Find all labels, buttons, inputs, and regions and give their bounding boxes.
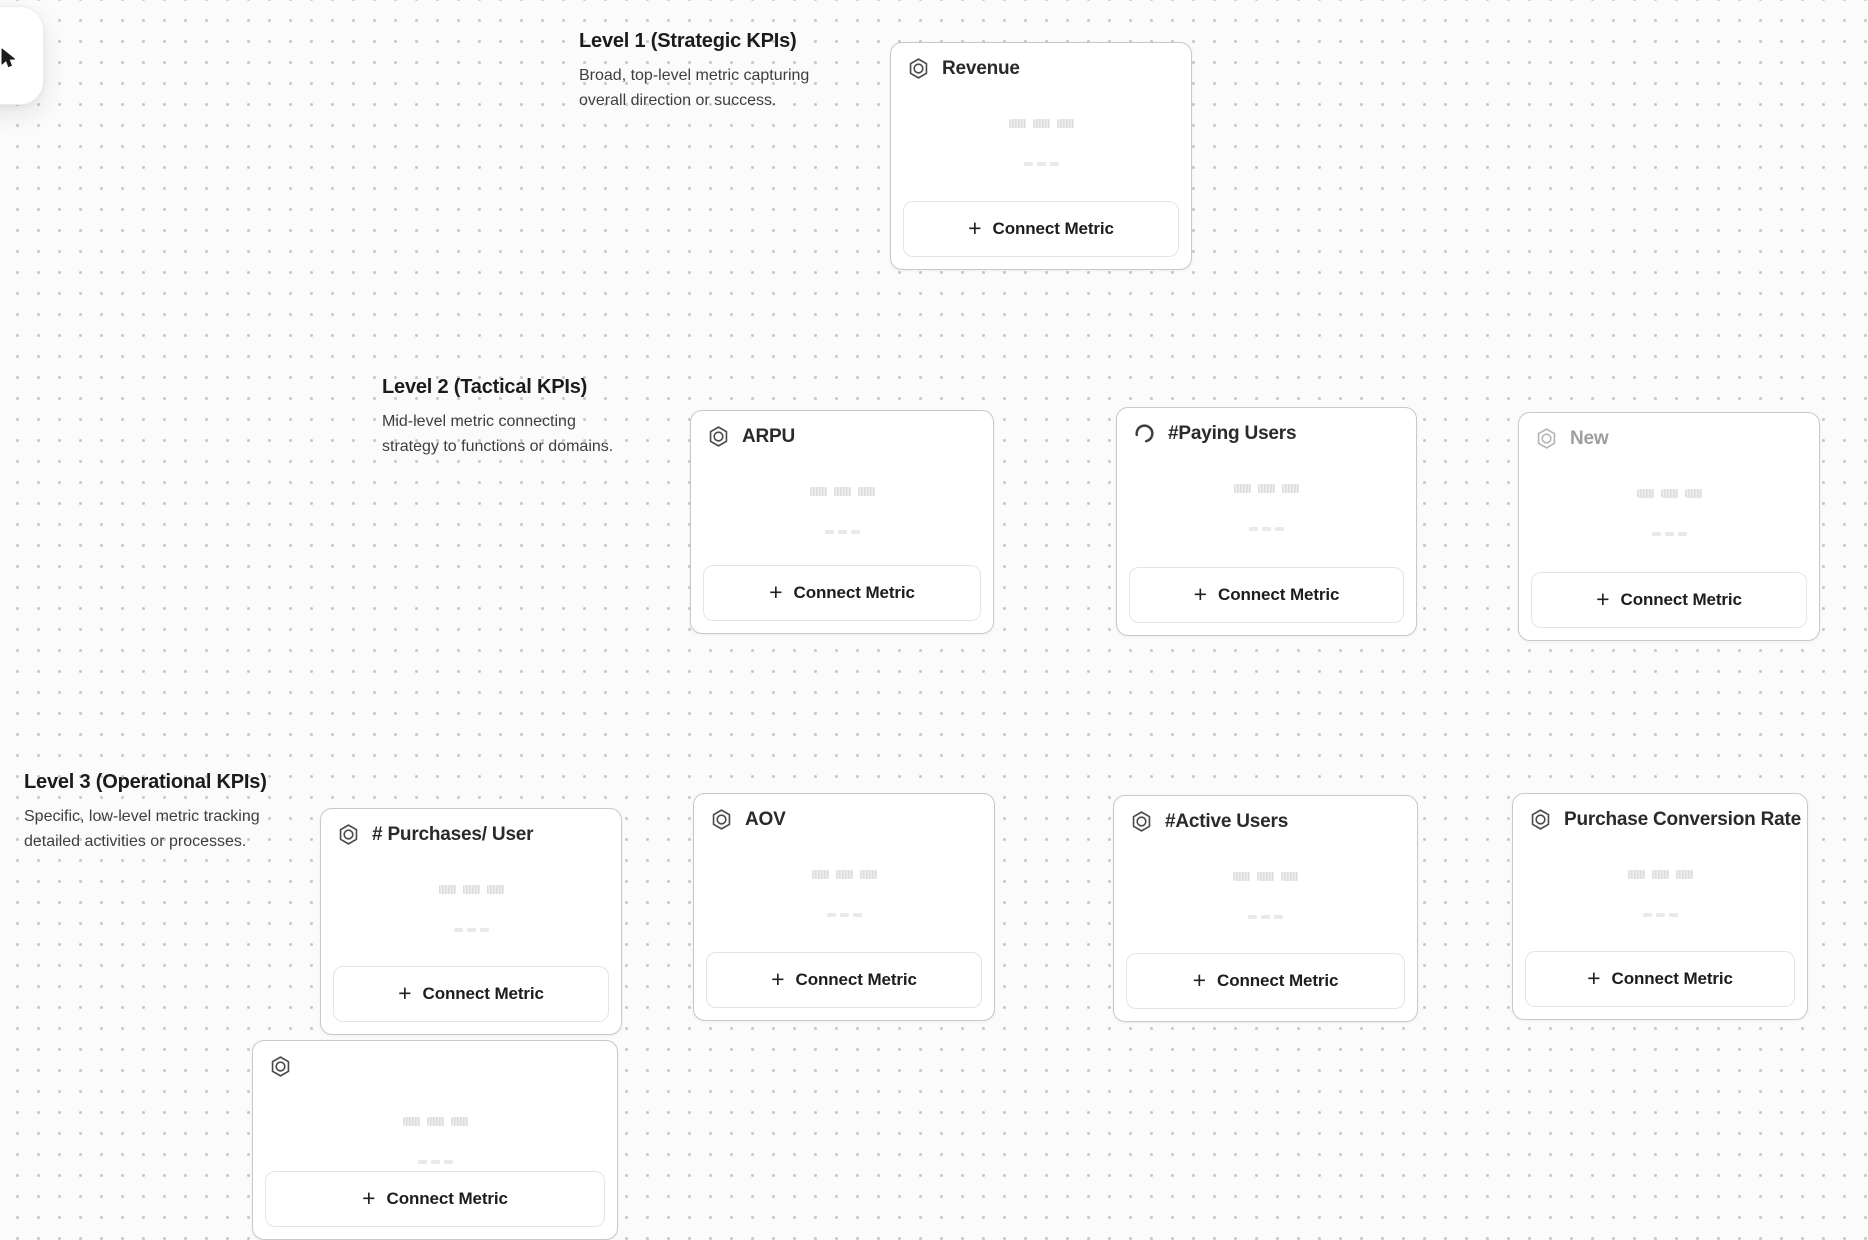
metric-hexagon-icon: [1132, 811, 1151, 832]
level-1-label: Level 1 (Strategic KPIs) Broad, top-leve…: [579, 30, 809, 113]
skeleton-row: [1513, 870, 1807, 879]
connect-metric-button[interactable]: + Connect Metric: [1129, 567, 1404, 623]
metric-node-revenue[interactable]: Revenue + Connect Metric: [890, 42, 1192, 270]
skeleton-row: [1519, 489, 1819, 498]
plus-icon: +: [362, 1184, 376, 1211]
node-header: # Purchases/ User: [337, 823, 607, 846]
level-2-description: Mid-level metric connecting strategy to …: [382, 413, 614, 455]
connect-metric-button[interactable]: + Connect Metric: [1525, 951, 1795, 1007]
node-title: Revenue: [942, 57, 1020, 79]
metric-node-paying-users[interactable]: #Paying Users + Connect Metric: [1116, 407, 1417, 636]
level-2-title: Level 2 (Tactical KPIs): [382, 376, 588, 398]
skeleton-row: [691, 487, 993, 496]
plus-icon: +: [771, 965, 785, 992]
node-header: AOV: [710, 808, 980, 831]
loading-spinner-icon: [1135, 424, 1154, 443]
node-header: #Active Users: [1130, 810, 1403, 833]
metric-hexagon-icon: [1537, 428, 1556, 449]
metric-hexagon-icon: [271, 1056, 290, 1077]
connect-metric-label: Connect Metric: [422, 984, 545, 1003]
metric-node-active-users[interactable]: #Active Users + Connect Metric: [1113, 795, 1418, 1022]
node-header: New: [1535, 427, 1805, 450]
node-header: ARPU: [707, 425, 979, 448]
level-3-label: Level 3 (Operational KPIs) Specific, low…: [24, 771, 267, 854]
skeleton-row: [321, 885, 621, 894]
plus-icon: +: [1596, 585, 1610, 612]
metric-node-purchase-conversion-rate[interactable]: Purchase Conversion Rate + Connect Metri…: [1512, 793, 1808, 1020]
node-title: Purchase Conversion Rate: [1564, 808, 1802, 830]
metric-node-new[interactable]: New + Connect Metric: [1518, 412, 1820, 641]
skeleton-row-small: [1519, 532, 1819, 536]
skeleton-row-small: [1513, 913, 1807, 917]
skeleton-row-small: [1117, 527, 1416, 531]
metric-hexagon-icon: [909, 58, 928, 79]
node-title: New: [1570, 427, 1609, 449]
skeleton-row-small: [691, 530, 993, 534]
level-3-title: Level 3 (Operational KPIs): [24, 771, 267, 793]
plus-icon: +: [769, 578, 783, 605]
metric-hexagon-icon: [339, 824, 358, 845]
node-title: # Purchases/ User: [372, 823, 534, 845]
node-header: #Paying Users: [1133, 422, 1402, 445]
skeleton-row: [1114, 872, 1417, 881]
skeleton-row: [891, 119, 1191, 128]
metric-hexagon-icon: [1531, 809, 1550, 830]
node-header: [269, 1055, 603, 1078]
connector-layer: [0, 0, 300, 150]
connect-metric-label: Connect Metric: [1611, 969, 1734, 988]
level-1-description: Broad, top-level metric capturing overal…: [579, 67, 810, 109]
skeleton-row-small: [694, 913, 994, 917]
node-header: Purchase Conversion Rate: [1529, 808, 1801, 831]
plus-icon: +: [1587, 964, 1601, 991]
skeleton-row: [253, 1117, 617, 1126]
skeleton-row-small: [321, 928, 621, 932]
connect-metric-label: Connect Metric: [795, 970, 918, 989]
skeleton-row-small: [1114, 915, 1417, 919]
connect-metric-label: Connect Metric: [992, 219, 1115, 238]
connect-metric-button[interactable]: + Connect Metric: [1126, 953, 1405, 1009]
node-header: Revenue: [907, 57, 1177, 80]
connect-metric-label: Connect Metric: [793, 583, 916, 602]
connect-metric-label: Connect Metric: [1218, 585, 1340, 604]
skeleton-row-small: [253, 1160, 617, 1164]
metric-node-arpu[interactable]: ARPU + Connect Metric: [690, 410, 994, 634]
plus-icon: +: [398, 979, 412, 1006]
connect-metric-label: Connect Metric: [386, 1189, 509, 1208]
connect-metric-button[interactable]: + Connect Metric: [265, 1171, 605, 1227]
floating-toolbar[interactable]: [0, 6, 44, 105]
metric-node-untitled-partial[interactable]: + Connect Metric: [252, 1040, 618, 1240]
node-title: #Paying Users: [1168, 422, 1297, 444]
connect-metric-label: Connect Metric: [1620, 590, 1743, 609]
node-title: ARPU: [742, 425, 796, 447]
plus-icon: +: [1193, 580, 1208, 607]
plus-icon: +: [1192, 966, 1207, 993]
metric-hexagon-icon: [709, 426, 728, 447]
skeleton-row: [694, 870, 994, 879]
skeleton-row-small: [891, 162, 1191, 166]
metric-node-purchases-per-user[interactable]: # Purchases/ User + Connect Metric: [320, 808, 622, 1035]
connect-metric-label: Connect Metric: [1217, 971, 1339, 990]
plus-icon: +: [968, 214, 982, 241]
level-2-label: Level 2 (Tactical KPIs) Mid-level metric…: [382, 376, 613, 459]
connect-metric-button[interactable]: + Connect Metric: [703, 565, 981, 621]
node-title: AOV: [745, 808, 786, 830]
level-3-description: Specific, low-level metric tracking deta…: [24, 808, 260, 850]
skeleton-row: [1117, 484, 1416, 493]
connect-metric-button[interactable]: + Connect Metric: [903, 201, 1179, 257]
metric-hexagon-icon: [712, 809, 731, 830]
level-1-title: Level 1 (Strategic KPIs): [579, 30, 797, 52]
connect-metric-button[interactable]: + Connect Metric: [706, 952, 982, 1008]
metric-node-aov[interactable]: AOV + Connect Metric: [693, 793, 995, 1021]
connect-metric-button[interactable]: + Connect Metric: [1531, 572, 1807, 628]
connect-metric-button[interactable]: + Connect Metric: [333, 966, 609, 1022]
cursor-icon: [1, 48, 15, 68]
node-title: #Active Users: [1165, 810, 1289, 832]
